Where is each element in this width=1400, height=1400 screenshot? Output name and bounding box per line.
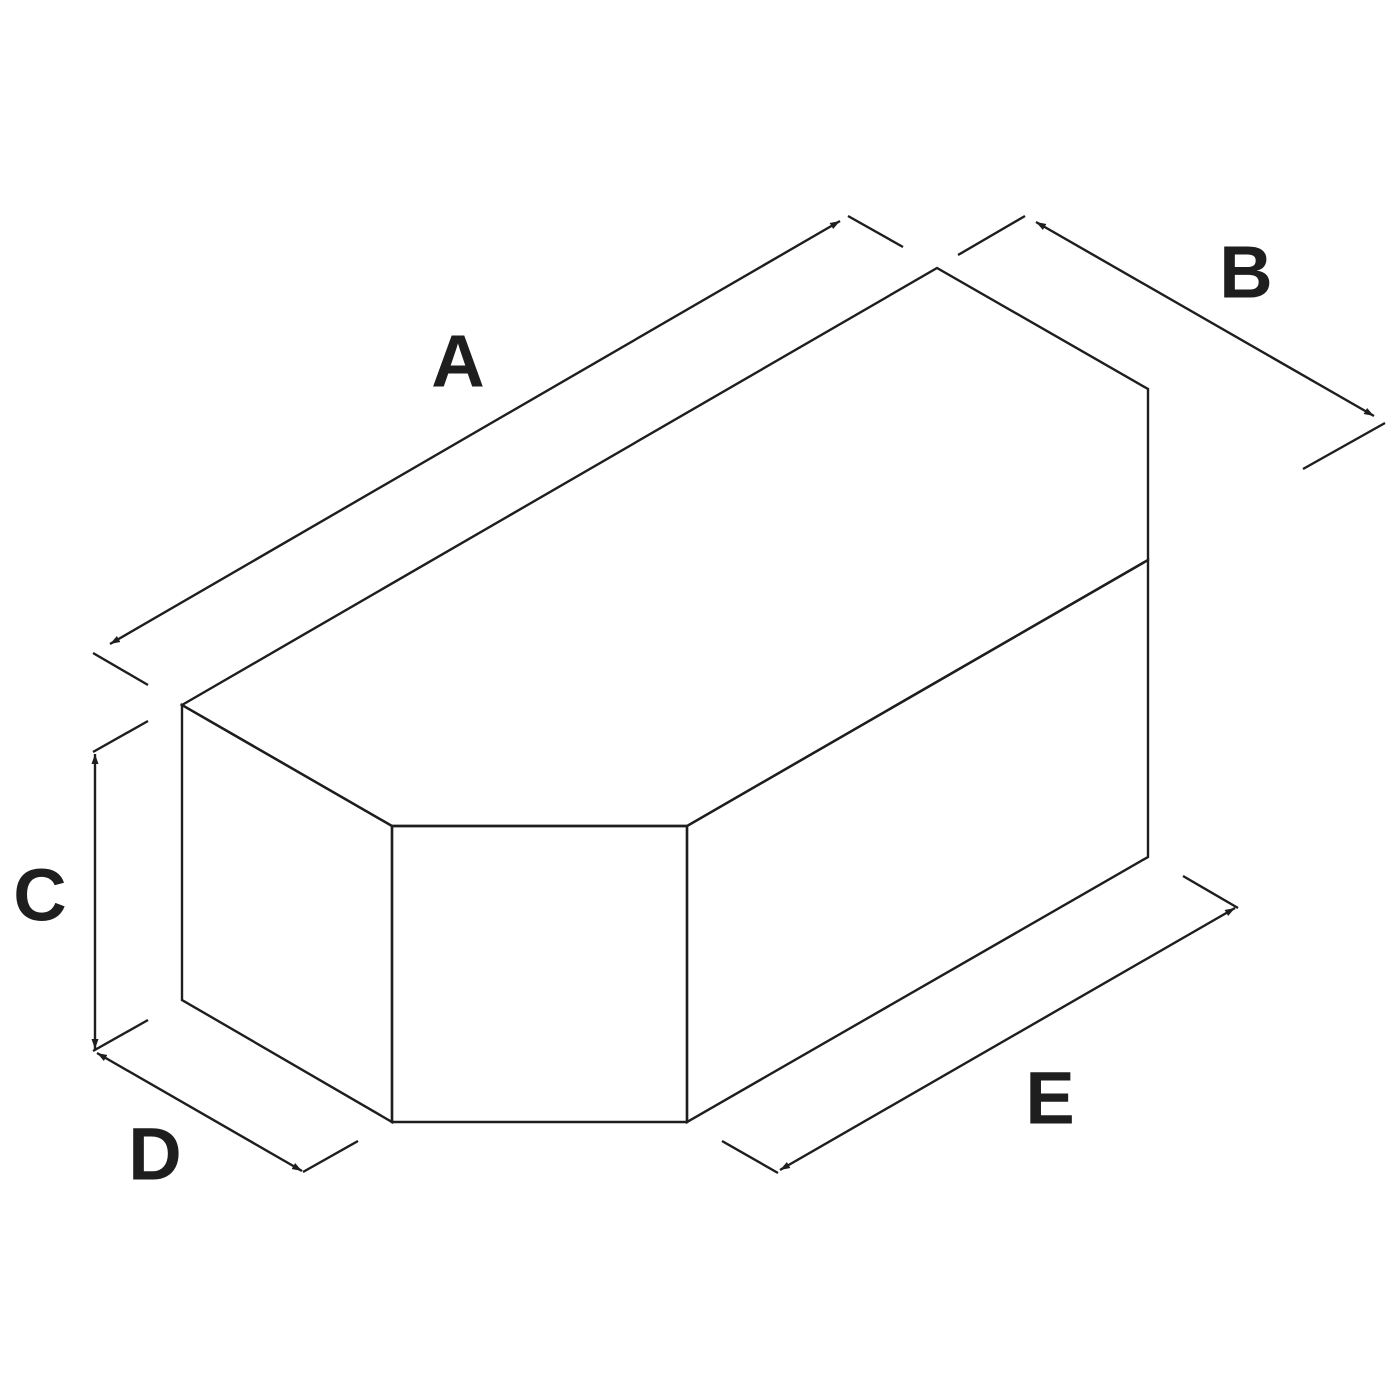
dimension-b-line xyxy=(1035,220,1375,418)
dimension-d-label: D xyxy=(128,1113,181,1196)
dimension-a-extension-end xyxy=(847,214,904,249)
dimension-a-extension-start xyxy=(92,651,149,687)
dimension-e: E xyxy=(721,874,1239,1175)
dimension-b-extension-end xyxy=(1302,421,1386,471)
dimension-c-extension-start xyxy=(92,719,149,754)
brick-front-face xyxy=(390,824,689,1124)
dimension-a-label: A xyxy=(431,320,484,403)
dimension-d-line xyxy=(96,1051,303,1173)
brick-top-face xyxy=(179,266,1150,828)
dimension-d: D xyxy=(96,1051,359,1196)
dimension-b-label: B xyxy=(1219,231,1272,314)
dimension-c: C xyxy=(13,719,149,1053)
dimension-b: B xyxy=(957,214,1386,471)
dimension-e-line xyxy=(779,906,1236,1172)
dimension-c-label: C xyxy=(13,854,66,937)
dimension-c-extension-end xyxy=(92,1018,149,1053)
dimension-e-label: E xyxy=(1025,1057,1074,1140)
brick-left-bevel-face xyxy=(180,702,394,1125)
dimension-a: A xyxy=(92,214,904,687)
dimension-e-extension-start xyxy=(721,1139,779,1175)
dimension-e-extension-end xyxy=(1182,874,1239,910)
brick-shape xyxy=(179,266,1150,1125)
dimension-a-line xyxy=(109,219,841,646)
brick-long-side-face xyxy=(685,557,1150,1125)
dimension-d-extension-end xyxy=(302,1139,359,1174)
dimension-b-extension-start xyxy=(957,214,1026,257)
